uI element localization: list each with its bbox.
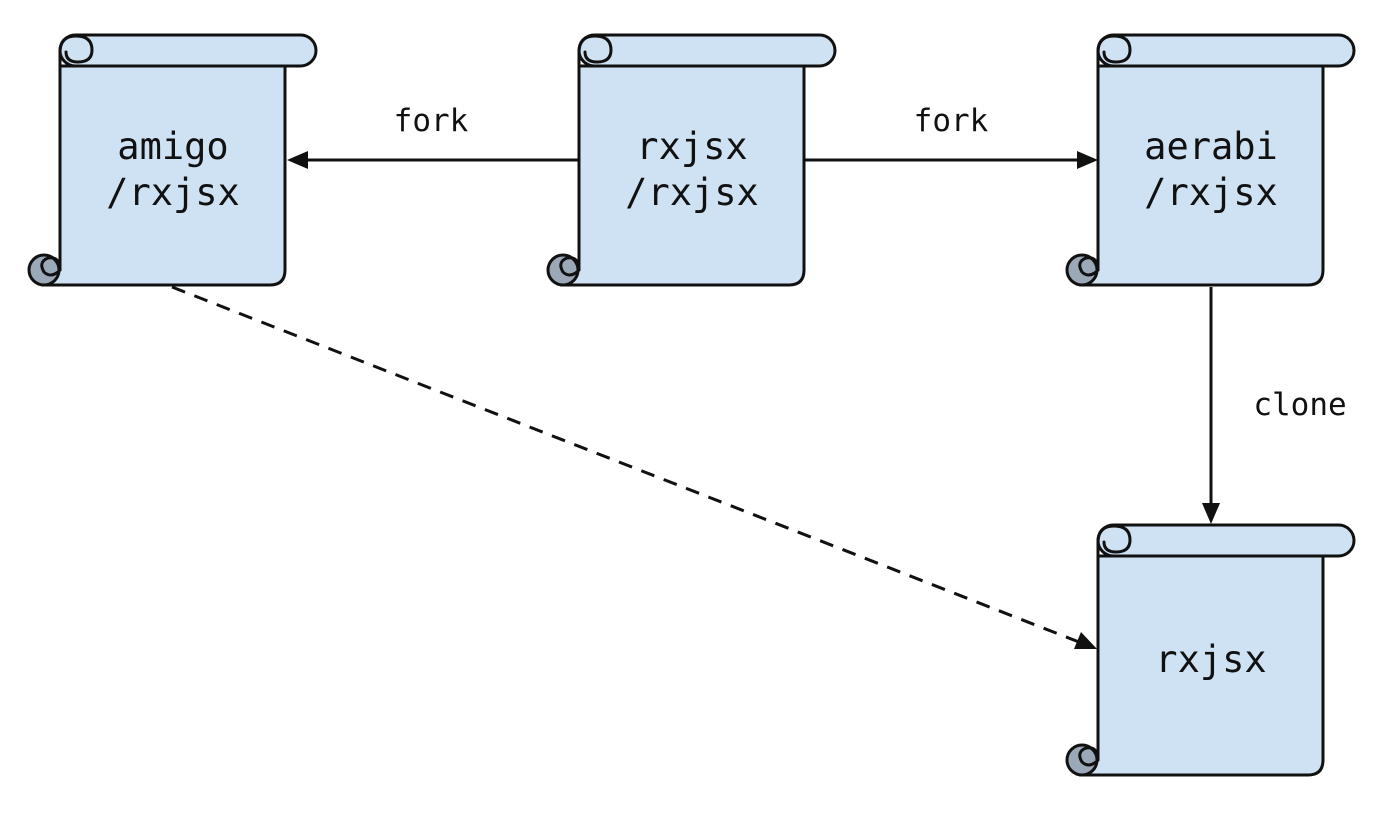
arrowhead-down (1202, 503, 1220, 524)
edge-label-fork-right: fork (914, 103, 989, 139)
node-label-line2: /rxjsx (1144, 171, 1278, 214)
node-aerabi-rxjsx: aerabi /rxjsx (1065, 33, 1356, 287)
node-rxjsx-rxjsx: rxjsx /rxjsx (546, 33, 837, 287)
arrowhead-dashed (1074, 632, 1097, 649)
node-local-rxjsx: rxjsx (1065, 523, 1356, 777)
node-label-line1: amigo (117, 125, 228, 168)
arrowhead-left (287, 151, 308, 169)
edge-label-clone: clone (1253, 387, 1346, 423)
node-label-line1: aerabi (1144, 125, 1278, 168)
edge-label-fork-left: fork (394, 103, 469, 139)
node-label-line2: /rxjsx (106, 171, 240, 214)
arrowhead-right (1077, 151, 1098, 169)
edge-dashed-amigo-local (171, 285, 1097, 649)
edge-clone: clone (1202, 287, 1347, 524)
node-label-line1: rxjsx (636, 125, 747, 168)
node-amigo-rxjsx: amigo /rxjsx (27, 33, 318, 287)
node-label-line1: rxjsx (1155, 638, 1266, 681)
edge-fork-aerabi: fork (805, 103, 1098, 169)
edge-fork-amigo: fork (287, 103, 578, 169)
node-label-line2: /rxjsx (625, 171, 759, 214)
